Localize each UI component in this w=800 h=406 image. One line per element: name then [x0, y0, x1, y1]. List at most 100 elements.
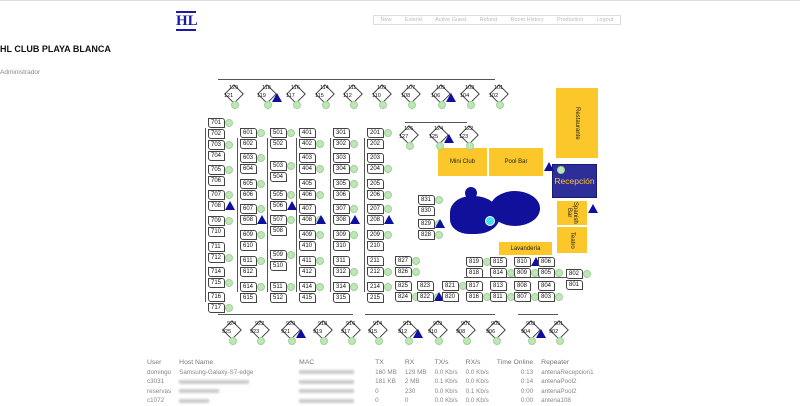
- room[interactable]: 829: [418, 219, 435, 229]
- room[interactable]: 311: [333, 256, 350, 266]
- room[interactable]: 315: [333, 293, 350, 303]
- room[interactable]: 804: [538, 281, 555, 291]
- room[interactable]: 405: [299, 179, 316, 189]
- room[interactable]: 916: [346, 321, 356, 327]
- room[interactable]: 310: [333, 241, 350, 251]
- room[interactable]: 203: [367, 153, 384, 163]
- room[interactable]: 211: [367, 256, 384, 266]
- room[interactable]: 914: [373, 321, 383, 327]
- room[interactable]: 826: [395, 267, 412, 277]
- room[interactable]: 208: [367, 215, 384, 225]
- room[interactable]: 403: [299, 153, 316, 163]
- room[interactable]: 715: [208, 278, 225, 288]
- room[interactable]: 304: [333, 164, 350, 174]
- room[interactable]: 823: [417, 281, 434, 291]
- room[interactable]: 415: [299, 293, 316, 303]
- room[interactable]: 822: [417, 292, 434, 302]
- room[interactable]: 924: [227, 321, 237, 327]
- room[interactable]: 830: [418, 206, 435, 216]
- room[interactable]: 308: [333, 215, 350, 225]
- room[interactable]: 923: [250, 329, 260, 335]
- room[interactable]: 607: [240, 204, 257, 214]
- room[interactable]: 122: [464, 126, 474, 132]
- room[interactable]: 902: [549, 329, 559, 335]
- room[interactable]: 604: [240, 164, 257, 174]
- nav-room-history[interactable]: Room History: [510, 17, 544, 23]
- room[interactable]: 608: [240, 215, 257, 225]
- room[interactable]: 820: [442, 292, 459, 302]
- room[interactable]: 502: [270, 139, 287, 149]
- room[interactable]: 917: [341, 329, 351, 335]
- room[interactable]: 901: [554, 321, 564, 327]
- room[interactable]: 808: [514, 281, 531, 291]
- room[interactable]: 615: [240, 293, 257, 303]
- room[interactable]: 814: [490, 268, 507, 278]
- room[interactable]: 312: [333, 267, 350, 277]
- room[interactable]: 816: [466, 292, 483, 302]
- room[interactable]: 712: [208, 253, 225, 263]
- room[interactable]: 103: [465, 85, 475, 91]
- room[interactable]: 614: [240, 282, 257, 292]
- room[interactable]: 212: [367, 267, 384, 277]
- room[interactable]: 709: [208, 216, 225, 226]
- room[interactable]: 409: [299, 230, 316, 240]
- room[interactable]: 710: [208, 227, 225, 237]
- area-restaurante[interactable]: Restaurante: [556, 88, 598, 158]
- room[interactable]: 911: [403, 321, 412, 327]
- room[interactable]: 810: [514, 257, 531, 267]
- room[interactable]: 602: [240, 139, 257, 149]
- room[interactable]: 407: [299, 204, 316, 214]
- room[interactable]: 118: [262, 85, 271, 91]
- room[interactable]: 314: [333, 282, 350, 292]
- room[interactable]: 511: [270, 282, 287, 292]
- room[interactable]: 716: [208, 292, 225, 302]
- room[interactable]: 918: [318, 321, 328, 327]
- room[interactable]: 611: [240, 256, 257, 266]
- room[interactable]: 509: [270, 250, 287, 260]
- room[interactable]: 717: [208, 303, 225, 313]
- room[interactable]: 703: [208, 140, 225, 150]
- room[interactable]: 510: [270, 261, 287, 271]
- room[interactable]: 202: [367, 139, 384, 149]
- room[interactable]: 610: [240, 241, 257, 251]
- room[interactable]: 207: [367, 204, 384, 214]
- room[interactable]: 125: [429, 134, 439, 140]
- room[interactable]: 404: [299, 164, 316, 174]
- room[interactable]: 813: [490, 281, 507, 291]
- nav-new[interactable]: New: [380, 17, 392, 23]
- area-mini-club[interactable]: Mini Club: [438, 148, 487, 176]
- room[interactable]: 806: [538, 257, 555, 267]
- room[interactable]: 908: [456, 329, 466, 335]
- room[interactable]: 711: [208, 242, 225, 252]
- room[interactable]: 505: [270, 190, 287, 200]
- room[interactable]: 905: [491, 321, 501, 327]
- area-lavanderia[interactable]: Lavandería: [499, 242, 552, 255]
- room[interactable]: 903: [526, 321, 536, 327]
- room[interactable]: 818: [466, 268, 483, 278]
- room[interactable]: 214: [367, 282, 384, 292]
- nav-production[interactable]: Production: [557, 17, 584, 23]
- room[interactable]: 609: [240, 230, 257, 240]
- room[interactable]: 206: [367, 190, 384, 200]
- nav-active-guest[interactable]: Active Guest: [435, 17, 467, 23]
- room[interactable]: 802: [566, 269, 583, 279]
- room[interactable]: 605: [240, 179, 257, 189]
- area-spanish-bar[interactable]: Spanish Bar: [557, 201, 587, 225]
- room[interactable]: 714: [208, 267, 225, 277]
- room[interactable]: 708: [208, 201, 225, 211]
- room[interactable]: 104: [460, 93, 470, 99]
- room[interactable]: 805: [538, 268, 555, 278]
- room[interactable]: 302: [333, 139, 350, 149]
- room[interactable]: 309: [333, 230, 350, 240]
- room[interactable]: 115: [315, 93, 324, 99]
- room[interactable]: 110: [372, 93, 381, 99]
- room[interactable]: 504: [270, 172, 287, 182]
- room[interactable]: 803: [538, 292, 555, 302]
- room[interactable]: 707: [208, 190, 225, 200]
- room[interactable]: 408: [299, 215, 316, 225]
- room[interactable]: 201: [367, 128, 384, 138]
- room[interactable]: 603: [240, 153, 257, 163]
- room[interactable]: 819: [466, 257, 483, 267]
